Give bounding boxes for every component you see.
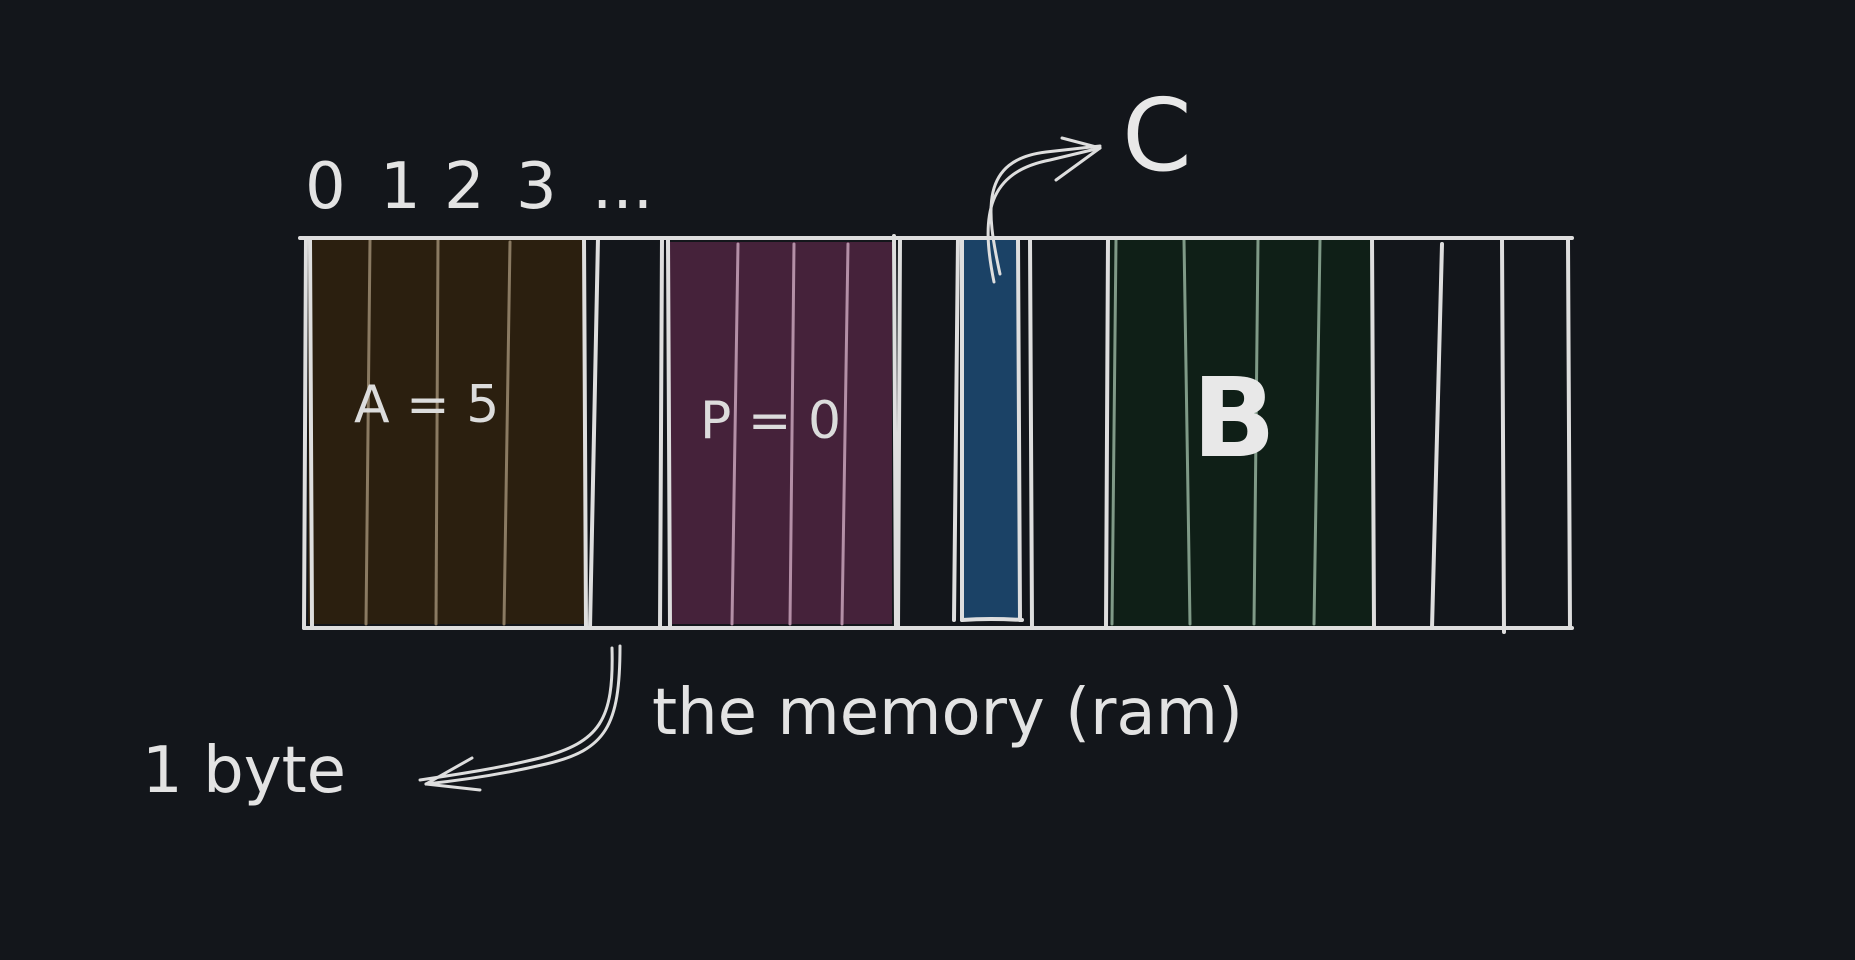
variable-b-block <box>1110 238 1374 626</box>
variable-c-block <box>960 240 1020 620</box>
memory-strip-top <box>298 235 1574 240</box>
variable-p-block <box>668 242 892 624</box>
memory-caption: the memory (ram) <box>652 676 1243 750</box>
byte-index-2: 2 <box>444 150 485 224</box>
variable-a-label: A = 5 <box>354 375 499 435</box>
memory-strip <box>298 234 1574 634</box>
byte-pointer-arrow <box>418 644 622 792</box>
variable-c-label: C <box>1122 77 1192 194</box>
byte-index-0: 0 <box>305 150 346 224</box>
c-pointer-arrow <box>986 136 1102 284</box>
byte-index-3: 3 <box>516 150 557 224</box>
byte-index-1: 1 <box>380 150 421 224</box>
byte-index-ellipsis: ... <box>592 150 653 224</box>
byte-caption: 1 byte <box>142 734 346 808</box>
block-byte-dividers <box>364 238 1322 626</box>
variable-p-label: P = 0 <box>700 391 841 451</box>
variable-blocks <box>308 238 1374 626</box>
memory-strip-bottom <box>302 626 1574 631</box>
byte-index-labels: 0 1 2 3 ... <box>305 150 653 224</box>
variable-b-label: B <box>1192 354 1276 482</box>
variable-a-block <box>308 238 586 624</box>
